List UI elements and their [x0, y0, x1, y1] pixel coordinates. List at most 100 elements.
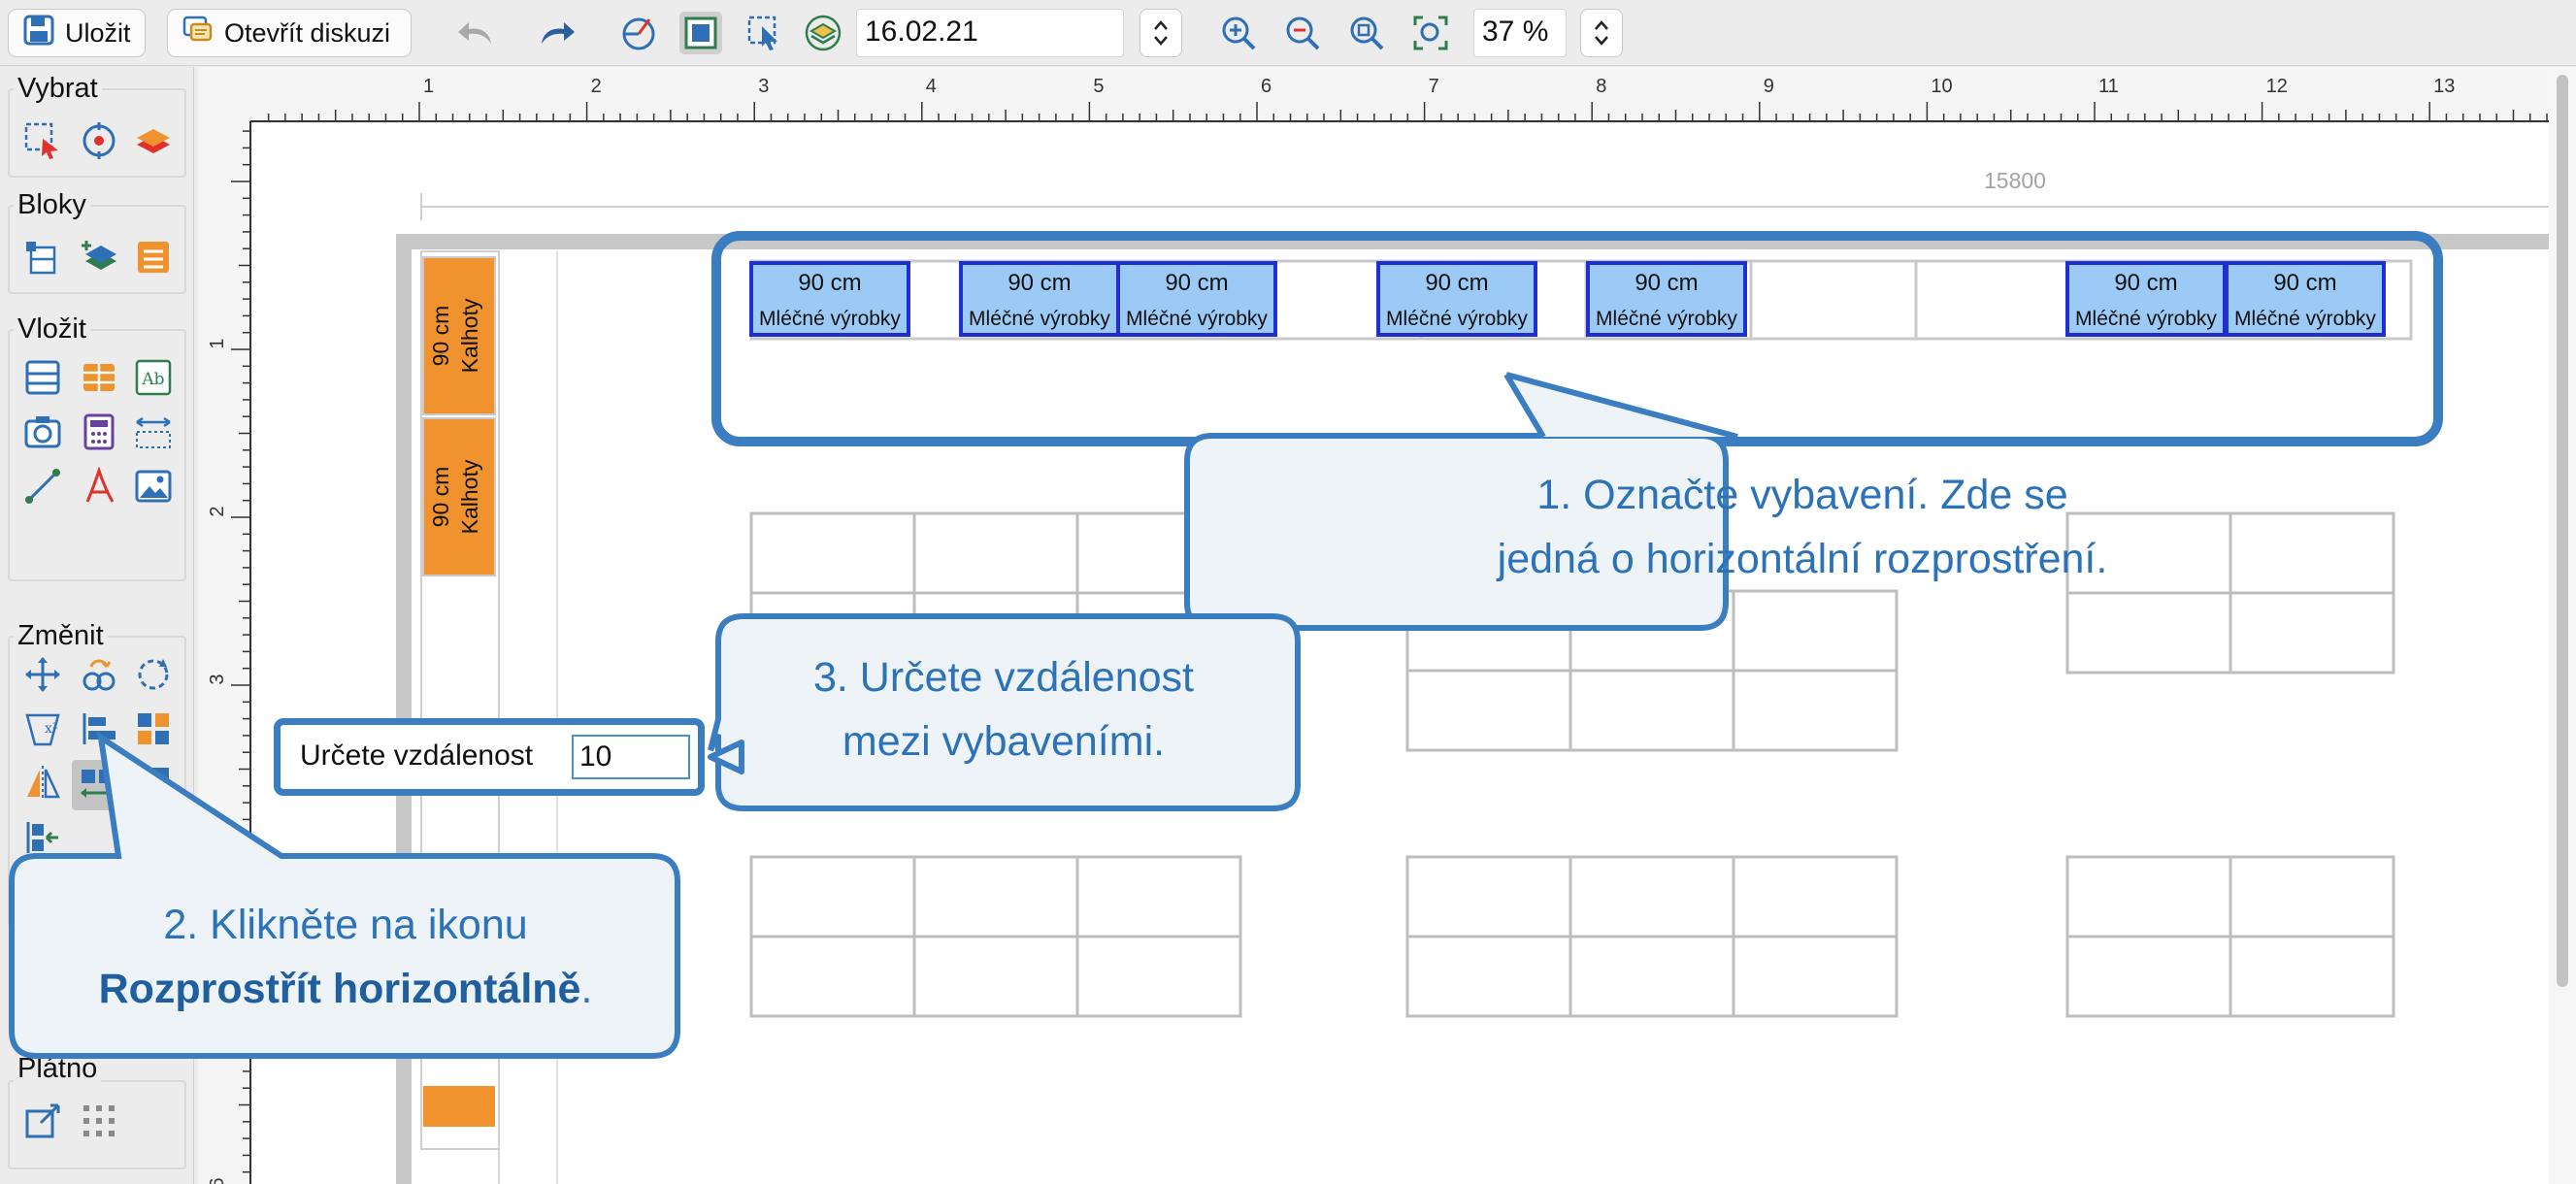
vertical-fixture[interactable]: 90 cm Kalhoty [422, 256, 496, 415]
shelf-block-icon[interactable] [130, 234, 177, 280]
ruler-h-label: 2 [591, 76, 602, 97]
callout-step3-line1: 3. Určete vzdálenost [813, 654, 1194, 701]
grid-view-icon[interactable] [679, 12, 722, 54]
callout-step3-bubble [708, 613, 1301, 811]
duplicate-icon[interactable] [76, 651, 122, 698]
ruler-v-label: 1 [207, 338, 228, 348]
horizontal-ruler [198, 67, 2549, 121]
zoom-out-icon[interactable] [1281, 12, 1324, 54]
zoom-page-icon[interactable] [1409, 12, 1452, 54]
insert-line-icon[interactable] [19, 463, 66, 510]
gondola-cell[interactable] [2229, 591, 2395, 674]
selected-fixture[interactable]: 90 cm Mléčné výrobky [2225, 261, 2386, 337]
zoom-in-icon[interactable] [1217, 12, 1260, 54]
zoom-field[interactable]: 37 % [1473, 9, 1567, 57]
save-icon [22, 14, 55, 53]
callout-step2-line2: Rozprostřít horizontálně. [19, 957, 672, 1021]
callout-step1-pointer-fill [1402, 439, 1505, 506]
gondola-cell[interactable] [2229, 935, 2395, 1018]
move-icon[interactable] [19, 651, 66, 698]
save-label: Uložit [65, 17, 131, 48]
zoom-fit-icon[interactable] [1345, 12, 1388, 54]
gondola-cell[interactable] [1732, 669, 1899, 752]
ruler-h-label: 13 [2433, 76, 2455, 97]
canvas-grid-icon[interactable] [76, 1098, 122, 1144]
dimension-label: 15800 [1984, 168, 2046, 193]
vertical-shelf-outline [420, 250, 500, 1150]
callout-step2-bold: Rozprostřít horizontálně [98, 966, 581, 1012]
canvas-resize-icon[interactable] [19, 1098, 66, 1144]
ruler-h-label: 7 [1429, 76, 1439, 97]
vertical-fixture[interactable]: 90 cm Kalhoty [422, 417, 496, 576]
ruler-h-label: 3 [758, 76, 769, 97]
fixture-size-label: 90 cm [2273, 270, 2336, 296]
gondola-cell[interactable] [1732, 935, 1899, 1018]
layer-stack-icon[interactable] [130, 117, 177, 164]
gondola-cell[interactable] [1075, 935, 1242, 1018]
ruler-h-label: 4 [926, 76, 937, 97]
mirror-icon[interactable] [19, 760, 66, 806]
ruler-h-label: 8 [1596, 76, 1606, 97]
fixture-size-label: 90 cm [798, 270, 861, 296]
date-field[interactable]: 16.02.21 [856, 9, 1124, 57]
layers-icon[interactable] [802, 12, 844, 54]
arrange-grid-icon[interactable] [130, 706, 177, 752]
ruler-h-label: 5 [1093, 76, 1104, 97]
insert-calculator-icon[interactable] [76, 409, 122, 455]
insert-pdf-icon[interactable] [76, 463, 122, 510]
callout-step2-end: . [580, 966, 593, 1012]
block-cabinet-icon[interactable] [19, 234, 66, 280]
ruler-v-label: 3 [207, 674, 228, 684]
insert-dimension-icon[interactable] [130, 409, 177, 455]
open-discussion-button[interactable]: Otevřít diskuzi [167, 9, 412, 57]
distance-input[interactable] [572, 735, 690, 779]
undo-icon[interactable] [454, 12, 497, 54]
selected-fixture-body [1116, 261, 1277, 337]
discussion-icon [182, 14, 215, 53]
target-select-icon[interactable] [76, 117, 122, 164]
selected-fixture-body [1376, 261, 1537, 337]
redo-icon[interactable] [536, 12, 578, 54]
callout-step1-pointer-edge-b [1505, 372, 1738, 440]
rotate-icon[interactable] [130, 651, 177, 698]
add-layer-icon[interactable] [76, 234, 122, 280]
ruler-h-label: 9 [1764, 76, 1774, 97]
fixture-size-label: 90 cm [1635, 270, 1698, 296]
insert-fixture-icon[interactable] [19, 354, 66, 401]
fixture-name-label: Mléčné výrobky [1596, 308, 1737, 330]
selected-fixture[interactable]: 90 cm Mléčné výrobky [1586, 261, 1747, 337]
callout-step1-line2: jedná o horizontální rozprostření. [1497, 536, 2108, 582]
selected-fixture[interactable]: 90 cm Mléčné výrobky [749, 261, 910, 337]
date-stepper[interactable] [1139, 9, 1182, 57]
callout-step2-bubble [9, 731, 680, 1059]
vertical-fixture-size: 90 cm [428, 306, 453, 367]
selected-fixture-body [959, 261, 1120, 337]
selected-fixtures[interactable]: 90 cm Mléčné výrobky 90 cm Mléčné výrobky 90… [749, 261, 2386, 337]
vertical-scrollbar[interactable] [2549, 67, 2576, 1184]
callout-step3-line2: mezi vybaveními. [842, 718, 1166, 765]
shift-left-icon[interactable] [19, 814, 66, 861]
fixture-name-label: Mléčné výrobky [2234, 308, 2376, 330]
insert-gondola-icon[interactable] [76, 354, 122, 401]
svg-text:Ab: Ab [141, 370, 164, 389]
insert-photo-icon[interactable] [19, 409, 66, 455]
fixture-name-label: Mléčné výrobky [759, 308, 901, 330]
save-button[interactable]: Uložit [8, 9, 146, 57]
zoom-stepper[interactable] [1580, 9, 1623, 57]
toolbar: Uložit Otevřít diskuzi 16.02.21 [0, 0, 2576, 66]
select-area-icon[interactable] [743, 12, 786, 54]
scroll-thumb[interactable] [2557, 75, 2568, 987]
insert-text-icon[interactable]: Ab [130, 354, 177, 401]
select-icon[interactable] [19, 117, 66, 164]
insert-image-icon[interactable] [130, 463, 177, 510]
fixture-size-label: 90 cm [1165, 270, 1228, 296]
transform-icon[interactable]: x² [19, 706, 66, 752]
distance-label: Určete vzdálenost [300, 740, 534, 772]
rotate-angle-icon[interactable] [617, 12, 660, 54]
group-select-title: Vybrat [14, 73, 102, 105]
